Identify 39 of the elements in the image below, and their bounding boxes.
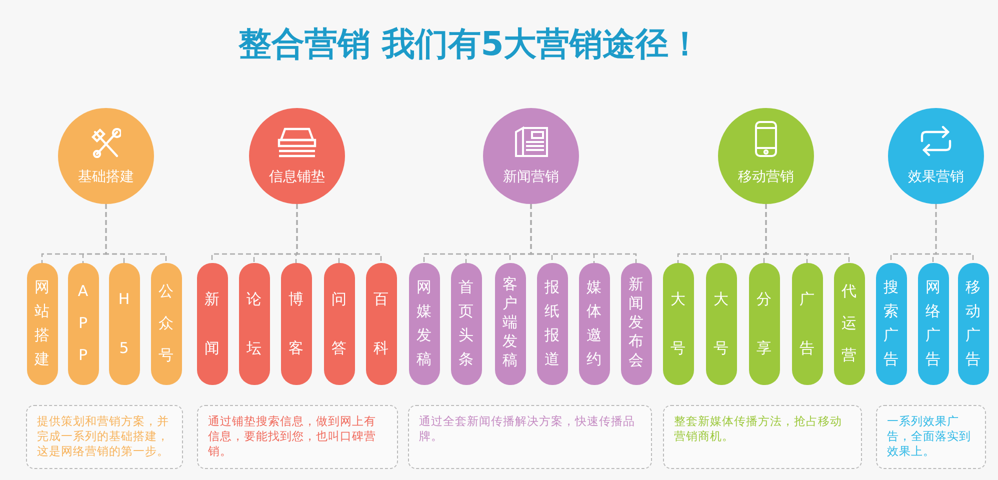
connector-line <box>935 204 974 263</box>
description-box: 整套新媒体传播方法，抢占移动营销商机。 <box>663 405 862 469</box>
item-pill: 大号 <box>706 263 736 385</box>
item-pill: 博客 <box>280 263 312 385</box>
item-pill: 搜索广告 <box>876 263 906 385</box>
category-label: 信息铺垫 <box>268 168 326 186</box>
item-pill: 网络广告 <box>918 263 948 385</box>
connector-line <box>296 204 382 263</box>
item-pill: 新闻 <box>196 263 228 385</box>
item-pill: 代运营 <box>834 263 864 385</box>
connector-line <box>105 204 167 263</box>
item-pill: 问答 <box>324 263 354 385</box>
item-pill: APP <box>68 263 98 385</box>
item-pill: 报纸报道 <box>536 263 568 385</box>
description-box: 一系列效果广告，全面落实到效果上。 <box>876 405 986 469</box>
item-pill: 分享 <box>748 263 780 385</box>
description-box: 通过全套新闻传播解决方案，快速传播品牌。 <box>408 405 652 469</box>
item-pill: 媒体邀约 <box>578 263 610 385</box>
page-title: 整合营销 我们有5大营销途径！ <box>237 23 703 65</box>
connector-line <box>530 204 637 263</box>
item-pill: 百科 <box>366 263 396 385</box>
item-pill: H5 <box>108 263 140 385</box>
item-pill: 新闻发布会 <box>620 263 652 385</box>
item-pill: 移动广告 <box>958 263 988 385</box>
connector-line <box>765 204 850 263</box>
item-pill: 广告 <box>792 263 822 385</box>
item-pill: 网站搭建 <box>26 263 58 385</box>
category-label: 效果营销 <box>907 168 965 186</box>
item-pill: 首页头条 <box>450 263 482 385</box>
description-box: 提供策划和营销方案，并完成一系列的基础搭建，这是网络营销的第一步。 <box>26 405 183 469</box>
category-label: 基础搭建 <box>77 168 135 186</box>
item-pill: 网媒发稿 <box>408 263 440 385</box>
item-pill: 大号 <box>662 263 694 385</box>
item-pill: 论坛 <box>238 263 270 385</box>
item-pill: 公众号 <box>150 263 182 385</box>
category-label: 移动营销 <box>737 168 795 186</box>
item-pill: 客户端发稿 <box>494 263 526 385</box>
description-box: 通过铺垫搜索信息，做到网上有信息，要能找到您，也叫口碑营销。 <box>197 405 398 469</box>
category-label: 新闻营销 <box>502 168 560 186</box>
